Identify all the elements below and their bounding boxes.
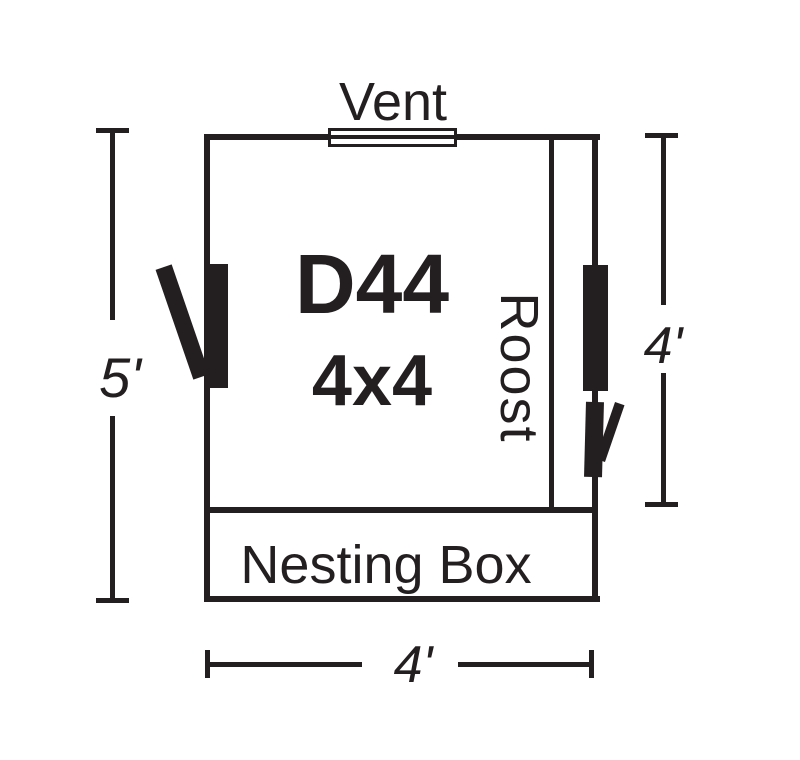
dim-bottom-line-left xyxy=(205,662,362,667)
wall-bottom xyxy=(205,596,600,602)
dim-right-line-lower xyxy=(661,373,666,507)
left-door-symbol xyxy=(207,264,228,388)
roost-label: Roost xyxy=(489,292,549,444)
vent-slot-line xyxy=(331,135,454,139)
dim-bottom-value: 4' xyxy=(393,636,433,694)
model-size-label: 4x4 xyxy=(311,341,433,421)
dim-bottom-cap-right xyxy=(589,650,594,678)
dim-left-value: 5' xyxy=(99,346,141,409)
left-door-swing-symbol xyxy=(155,264,210,380)
model-name-label: D44 xyxy=(294,237,450,331)
nesting-box-divider-wall xyxy=(205,507,598,513)
dim-bottom-line-right xyxy=(458,662,593,667)
dim-left-line-lower xyxy=(110,416,115,603)
roost-partition-wall xyxy=(549,138,554,510)
right-door-symbol xyxy=(583,265,608,391)
nesting-box-label: Nesting Box xyxy=(240,535,532,595)
dim-left-cap-bottom xyxy=(96,598,129,603)
dim-left-line-upper xyxy=(110,128,115,320)
dim-right-value: 4' xyxy=(643,317,683,375)
dim-right-cap-bottom xyxy=(645,502,678,507)
dim-right-line-upper xyxy=(661,133,666,305)
vent-label: Vent xyxy=(338,72,448,132)
